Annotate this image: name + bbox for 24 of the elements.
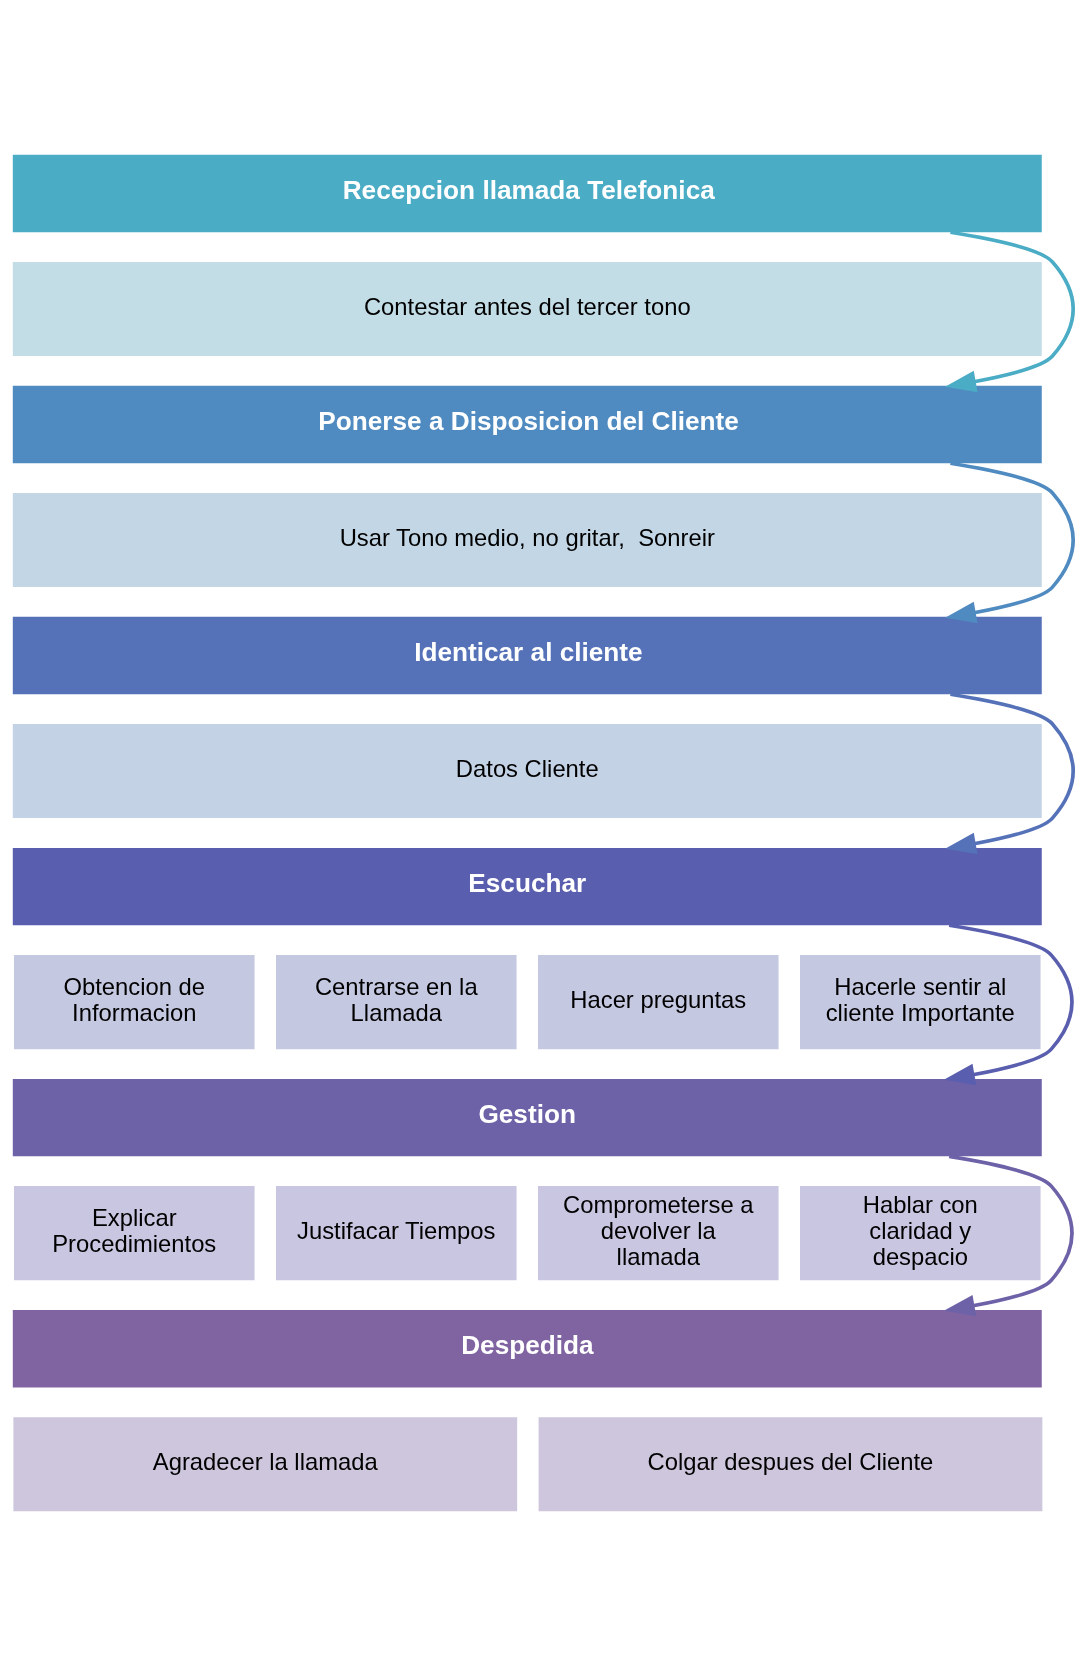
node-box: Comprometerse a devolver la llamada [538,1185,779,1280]
arrow [945,229,1075,392]
node-box: Hablar con claridad y despacio [800,1185,1041,1280]
node-box: Usar Tono medio, no gritar, Sonreir [12,492,1042,587]
arrow [943,1154,1074,1316]
node-box: Despedida [12,1309,1042,1387]
node-box: Hacer preguntas [538,954,779,1049]
node-box: Identicar al cliente [12,616,1042,694]
node-box: Explicar Procedimientos [14,1185,255,1280]
node-box: Centrarse en la Llamada [276,954,517,1049]
node-box: Datos Cliente [12,723,1042,818]
node-box: Colgar despues del Cliente [538,1416,1043,1511]
node-box: Hacerle sentir al cliente Importante [800,954,1041,1049]
arrow [945,461,1075,623]
node-box: Gestion [12,1078,1042,1156]
node-box: Justifacar Tiempos [276,1185,517,1280]
node-box: Ponerse a Disposicion del Cliente [12,385,1042,463]
node-box: Recepcion llamada Telefonica [12,154,1042,232]
node-box: Agradecer la llamada [13,1416,518,1511]
node-box: Contestar antes del tercer tono [12,261,1042,356]
arrow [943,923,1074,1085]
node-box: Obtencion de Informacion [14,954,255,1049]
arrow [945,692,1075,854]
node-box: Escuchar [12,847,1042,925]
